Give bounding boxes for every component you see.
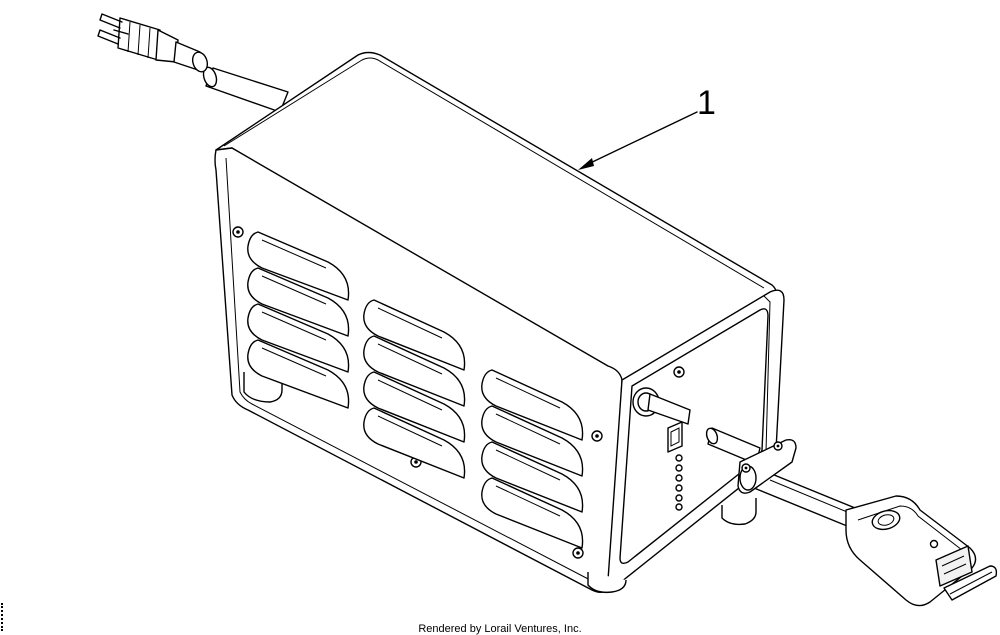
ac-plug-icon bbox=[97, 13, 209, 73]
led-indicator-panel bbox=[667, 421, 683, 511]
strain-relief bbox=[632, 387, 691, 425]
vent-louvers bbox=[247, 231, 584, 549]
page-edge-marker bbox=[1, 603, 5, 631]
ac-power-cord bbox=[202, 66, 289, 113]
callout-number: 1 bbox=[697, 84, 716, 122]
dc-connector-icon bbox=[845, 495, 998, 607]
cord-clamp bbox=[737, 438, 797, 494]
footer-credit: Rendered by Lorail Ventures, Inc. bbox=[418, 623, 582, 635]
callout-leader bbox=[578, 111, 698, 170]
